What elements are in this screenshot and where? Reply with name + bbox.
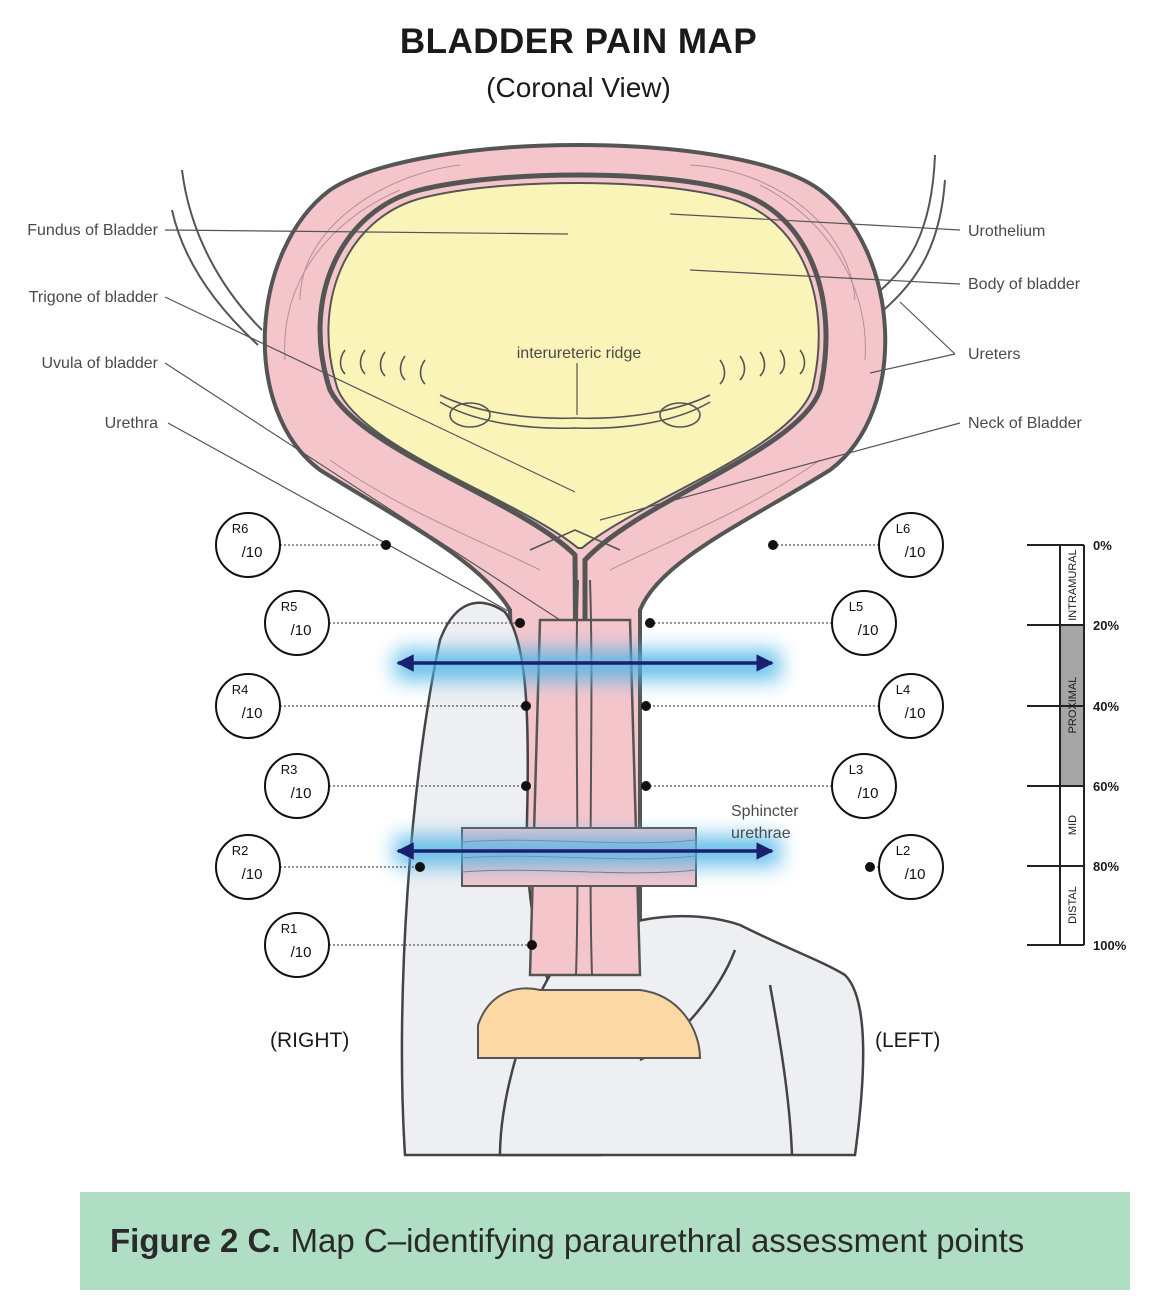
score-circle (831, 590, 897, 656)
score-circle (831, 753, 897, 819)
assessment-point-r5: R5/10 (264, 590, 525, 656)
assessment-point-r6: R6/10 (215, 512, 391, 578)
scale-tick-label: 20% (1093, 618, 1119, 633)
urothelium-layer (317, 172, 829, 978)
label-ureters: Ureters (968, 346, 1020, 363)
score-scale: /10 (242, 544, 263, 561)
point-dot (641, 781, 651, 791)
ureter-curves (171, 154, 946, 346)
score-circle (878, 673, 944, 739)
figure-caption: Figure 2 C. Map C–identifying paraurethr… (80, 1192, 1130, 1290)
scale-zone-label: INTRAMURAL (1067, 549, 1079, 621)
scale-tick-label: 40% (1093, 699, 1119, 714)
point-id: R4 (232, 682, 249, 697)
score-circle (264, 912, 330, 978)
score-scale: /10 (291, 622, 312, 639)
point-dot (515, 618, 525, 628)
label-left: (LEFT) (875, 1029, 940, 1052)
point-dot (768, 540, 778, 550)
interureteric-ridge (339, 349, 806, 551)
score-scale: /10 (905, 866, 926, 883)
score-circle (878, 834, 944, 900)
point-dot (865, 862, 875, 872)
assessment-point-r3: R3/10 (264, 753, 531, 819)
point-id: R1 (281, 921, 298, 936)
label-right: (RIGHT) (270, 1029, 349, 1052)
score-scale: /10 (858, 785, 879, 802)
urethral-meatus (477, 987, 702, 1059)
score-circle (878, 512, 944, 578)
bladder-lumen (327, 182, 820, 549)
score-scale: /10 (242, 866, 263, 883)
assessment-point-r2: R2/10 (215, 834, 425, 900)
point-dot (527, 940, 537, 950)
scale-tick-label: 100% (1093, 938, 1127, 953)
scale-zone-label: MID (1067, 815, 1079, 835)
point-id: R2 (232, 843, 249, 858)
score-scale: /10 (905, 544, 926, 561)
map-subtitle: (Coronal View) (486, 72, 671, 103)
point-id: R5 (281, 599, 298, 614)
assessment-point-r1: R1/10 (264, 912, 537, 978)
point-dot (415, 862, 425, 872)
label-ridge: interureteric ridge (517, 345, 642, 362)
label-urothelium: Urothelium (968, 223, 1045, 240)
urethra-lines (575, 579, 593, 976)
caption-label: Figure 2 C. (110, 1222, 281, 1259)
assessment-point-l3: L3/10 (641, 753, 897, 819)
point-dot (645, 618, 655, 628)
point-dot (381, 540, 391, 550)
point-id: R6 (232, 521, 249, 536)
score-scale: /10 (905, 705, 926, 722)
scale-zone-label: PROXIMAL (1067, 677, 1079, 734)
assessment-markers: R1/10R2/10R3/10R4/10R5/10R6/10L2/10L3/10… (215, 512, 944, 978)
assessment-point-r4: R4/10 (215, 673, 531, 739)
point-id: L6 (896, 521, 910, 536)
assessment-point-l4: L4/10 (641, 673, 944, 739)
score-circle (264, 590, 330, 656)
score-scale: /10 (291, 944, 312, 961)
point-id: L4 (896, 682, 910, 697)
point-id: R3 (281, 762, 298, 777)
score-scale: /10 (858, 622, 879, 639)
label-urethra: Urethra (105, 415, 158, 432)
scale-tick-label: 80% (1093, 859, 1119, 874)
score-scale: /10 (291, 785, 312, 802)
scale-bar: 0% 20% 40% 60% 80% 100% INTRAMURAL PROXIMAL MID D… (1027, 538, 1127, 953)
point-dot (641, 701, 651, 711)
point-id: L3 (849, 762, 863, 777)
point-dot (521, 701, 531, 711)
scale-tick-label: 0% (1093, 538, 1112, 553)
label-body: Body of bladder (968, 276, 1081, 293)
assessment-point-l2: L2/10 (865, 834, 944, 900)
assessment-point-l5: L5/10 (645, 590, 897, 656)
bladder-pain-map-figure: BLADDER PAIN MAP (Coronal View) (27, 22, 1127, 1157)
point-dot (521, 781, 531, 791)
score-circle (215, 512, 281, 578)
assessment-point-l6: L6/10 (768, 512, 944, 578)
score-scale: /10 (242, 705, 263, 722)
scale-zone-label: DISTAL (1067, 886, 1079, 924)
point-id: L2 (896, 843, 910, 858)
caption-text: Map C–identifying paraurethral assessmen… (290, 1222, 1025, 1259)
label-sphincter-2: urethrae (731, 825, 791, 842)
label-trigone: Trigone of bladder (29, 289, 159, 306)
scale-tick-label: 60% (1093, 779, 1119, 794)
label-neck: Neck of Bladder (968, 415, 1083, 432)
label-leader-lines (164, 213, 961, 621)
map-title: BLADDER PAIN MAP (399, 22, 758, 61)
score-circle (264, 753, 330, 819)
label-sphincter-1: Sphincter (731, 803, 799, 820)
score-circle (215, 834, 281, 900)
anatomy-diagram: Fundus of Bladder Trigone of bladder Uvu… (27, 143, 1127, 1157)
label-uvula: Uvula of bladder (41, 355, 158, 372)
point-id: L5 (849, 599, 863, 614)
label-fundus: Fundus of Bladder (27, 222, 158, 239)
glow-band-upper (395, 650, 780, 680)
score-circle (215, 673, 281, 739)
